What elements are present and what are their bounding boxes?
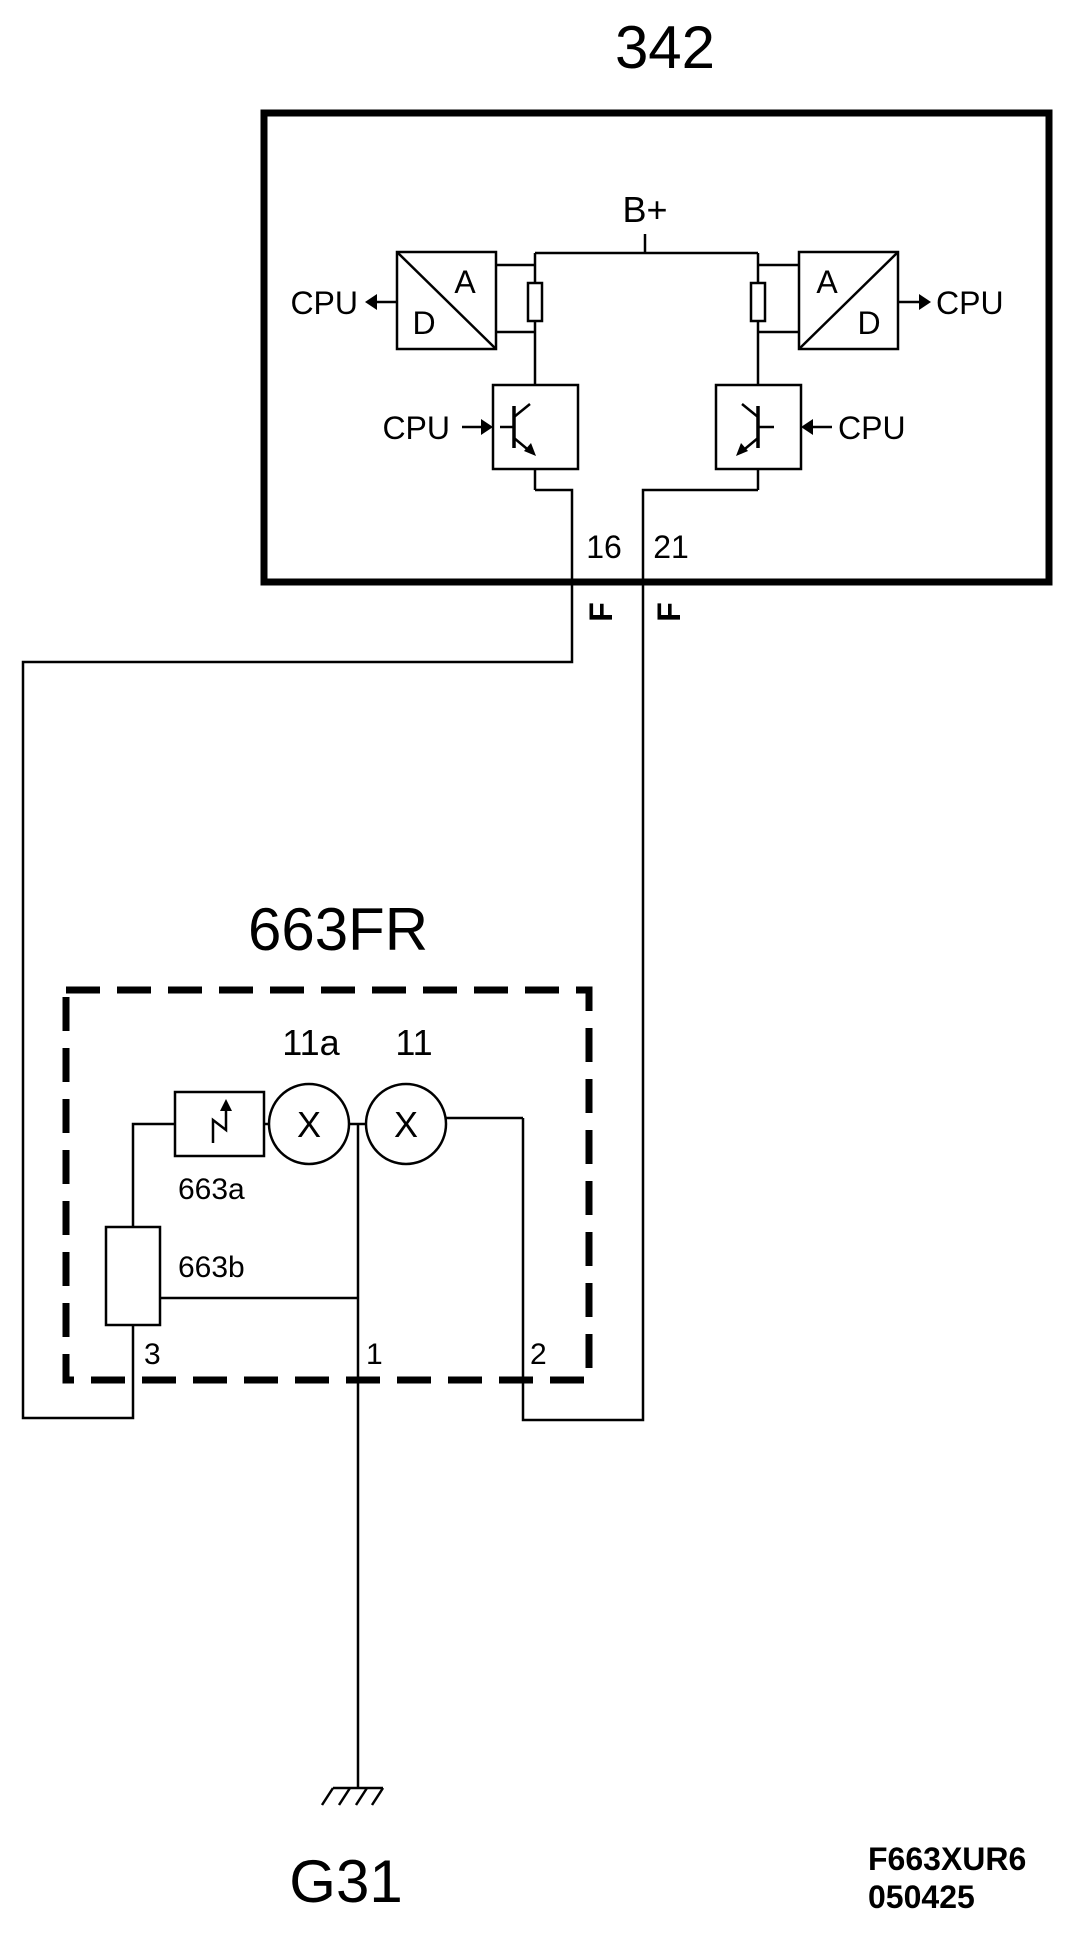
- cpu-label-left-bottom: CPU: [382, 410, 450, 446]
- route-pin-21: [641, 488, 758, 582]
- lamp-pin-1: 1: [366, 1338, 383, 1371]
- cpu-label-right-bottom: CPU: [838, 410, 906, 446]
- component-663a-label: 663a: [178, 1173, 245, 1206]
- control-unit-box: [260, 109, 1053, 586]
- cpu-output-left: CPU: [290, 285, 397, 321]
- supply-label: B+: [622, 189, 667, 230]
- cpu-input-right: CPU: [801, 410, 906, 446]
- component-663a: [173, 1090, 266, 1158]
- lamp-11a: X: [267, 1082, 351, 1166]
- wire-pin21-to-663-pin2: [521, 582, 645, 1422]
- ground-symbol: [320, 1786, 385, 1806]
- pin-21-label: 21: [653, 529, 689, 565]
- component-663b: [104, 1225, 162, 1327]
- ad-left-d: D: [412, 305, 435, 341]
- lamp-11: X: [364, 1082, 448, 1166]
- lamp-11a-label: 11a: [282, 1022, 340, 1063]
- component-663b-label: 663b: [178, 1251, 245, 1284]
- lamp-pin-2: 2: [530, 1338, 547, 1371]
- pin-16-code: F: [583, 602, 619, 622]
- lamp-11a-symbol: X: [297, 1104, 321, 1145]
- ground-label: G31: [289, 1848, 402, 1915]
- shunt-resistor-right: [749, 281, 767, 323]
- wire-663a-to-663b: [131, 1122, 175, 1227]
- ad-right-a: A: [816, 264, 838, 300]
- shunt-resistor-left: [526, 281, 544, 323]
- cpu-input-left: CPU: [382, 410, 493, 446]
- ad-right-d: D: [857, 305, 880, 341]
- lamp-unit-title: 663FR: [248, 896, 428, 963]
- ad-converter-right: A D: [797, 250, 900, 351]
- cpu-label-right-top: CPU: [936, 285, 1004, 321]
- cpu-output-right: CPU: [898, 285, 1004, 321]
- ad-converter-left: A D: [395, 250, 498, 351]
- lamp-unit-box: [62, 986, 593, 1384]
- control-unit-title: 342: [615, 14, 715, 81]
- drawing-date: 050425: [868, 1879, 975, 1915]
- route-pin-16: [535, 488, 574, 582]
- lamp-pin-3: 3: [144, 1338, 161, 1371]
- lamp-11-label: 11: [395, 1022, 432, 1063]
- transistor-left: [491, 383, 580, 471]
- pin-21-code: F: [651, 602, 687, 622]
- pin-16-label: 16: [586, 529, 622, 565]
- lamp-11-symbol: X: [394, 1104, 418, 1145]
- wire-pin16-to-663-pin3: [21, 582, 574, 1420]
- drawing-code: F663XUR6: [868, 1841, 1026, 1877]
- ad-left-a: A: [454, 264, 476, 300]
- transistor-right: [714, 383, 803, 471]
- cpu-label-left-top: CPU: [290, 285, 358, 321]
